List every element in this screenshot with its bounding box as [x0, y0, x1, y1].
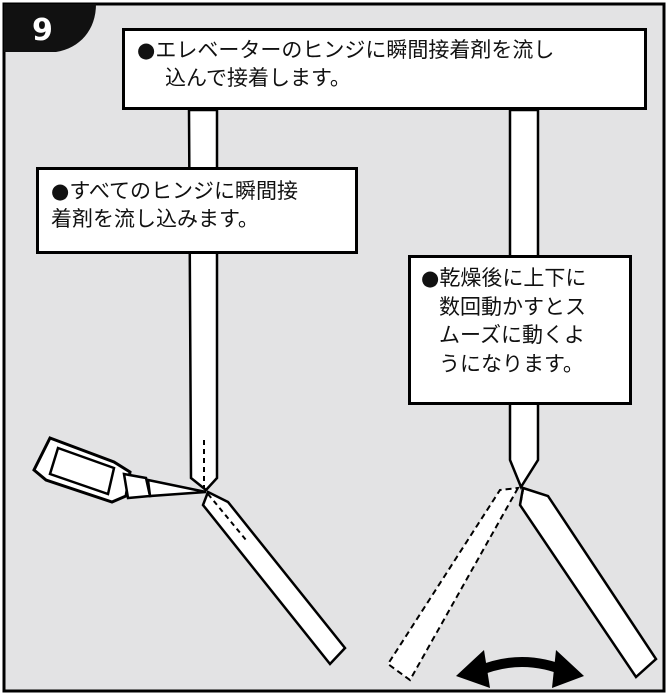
- left-hinge-line-angled: [207, 493, 247, 541]
- left-angled-rod: [201, 490, 347, 666]
- callout-left-line-2: 着剤を流し込みます。: [51, 206, 259, 231]
- callout-glue-all-hinges: ●すべてのヒンジに瞬間接 着剤を流し込みます。: [36, 167, 358, 254]
- callout-top-line-1: ●エレベーターのヒンジに瞬間接着剤を流し: [137, 38, 555, 62]
- double-arrow-icon: [456, 650, 584, 688]
- right-angled-rod: [518, 486, 658, 679]
- callout-right-line-1: ●乾燥後に上下に: [421, 266, 587, 290]
- callout-top-line-2: 込んで接着します。: [165, 65, 351, 90]
- callout-right-line-3: ムーズに動くよ: [439, 323, 585, 348]
- callout-right-line-4: うになります。: [439, 351, 584, 376]
- glue-bottle-icon: [32, 436, 207, 504]
- right-ghost-rod: [386, 486, 520, 682]
- step-badge-bg: [4, 4, 96, 52]
- right-hinge-line: [519, 489, 524, 507]
- callout-glue-elevator-hinge: ●エレベーターのヒンジに瞬間接着剤を流し 込んで接着します。: [122, 28, 647, 110]
- callout-right-line-2: 数回動かすとス: [439, 294, 586, 319]
- callout-move-after-drying: ●乾燥後に上下に 数回動かすとス ムーズに動くよ うになります。: [408, 255, 632, 405]
- callout-left-line-1: ●すべてのヒンジに瞬間接: [51, 179, 299, 203]
- step-number: 9: [32, 12, 53, 48]
